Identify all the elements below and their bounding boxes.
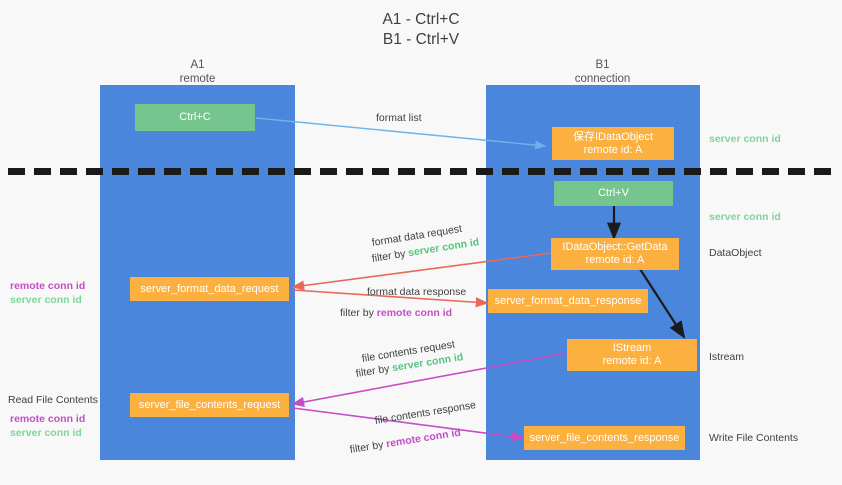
annotation-file-contents-response: file contents response (374, 398, 477, 429)
box-istream-line2: remote id: A (602, 355, 662, 367)
annotation-file-contents-response-filter: filter by remote conn id (349, 426, 462, 458)
annotation-format-data-response-filter: filter by remote conn id (340, 306, 452, 321)
page-title: A1 - Ctrl+C B1 - Ctrl+V (0, 10, 842, 50)
box-server-file-contents-request-label: server_file_contents_request (138, 398, 281, 411)
box-server-file-contents-request[interactable]: server_file_contents_request (130, 393, 289, 417)
right-label-istream: Istream (709, 350, 744, 364)
left-label-bottom-remote-conn-id: remote conn id (10, 413, 86, 425)
box-getdata[interactable]: IDataObject::GetData remote id: A (551, 238, 679, 270)
left-label-mid-conn-ids: remote conn id server conn id (10, 279, 85, 307)
left-label-bottom-server-conn-id: server conn id (10, 427, 82, 439)
annotation-format-data-response: format data response (367, 285, 466, 300)
lane-a1-name: A1 (190, 59, 205, 71)
left-label-bottom-conn-ids: remote conn id server conn id (10, 412, 85, 440)
box-server-file-contents-response[interactable]: server_file_contents_response (524, 426, 685, 450)
annotation-format-data-response-filter-prefix: filter by (340, 307, 377, 319)
box-server-format-data-response-label: server_format_data_response (494, 294, 642, 307)
right-label-server-conn-id-top-text: server conn id (709, 133, 781, 145)
left-label-mid-remote-conn-id: remote conn id (10, 280, 86, 292)
box-ctrl-c[interactable]: Ctrl+C (135, 104, 255, 131)
annotation-format-data-response-filter-value: remote conn id (376, 307, 453, 319)
left-label-read-file-contents: Read File Contents (8, 393, 98, 407)
box-server-file-contents-response-label: server_file_contents_response (529, 431, 680, 444)
box-ctrl-v-label: Ctrl+V (598, 187, 629, 199)
annotation-file-contents-response-text: file contents response (373, 399, 477, 427)
annotation-format-list: format list (376, 111, 422, 126)
right-label-write-file-contents: Write File Contents (709, 431, 798, 445)
lane-header-a1: A1 remote (120, 58, 275, 86)
annotation-file-contents-response-filter-value: remote conn id (385, 426, 462, 451)
annotation-format-list-text: format list (376, 112, 422, 124)
title-line-2: B1 - Ctrl+V (382, 31, 460, 48)
title-line-1: A1 - Ctrl+C (382, 11, 460, 28)
box-istream[interactable]: IStream remote id: A (567, 339, 697, 371)
box-getdata-line2: remote id: A (585, 254, 645, 266)
right-label-server-conn-id-second: server conn id (709, 210, 781, 224)
lane-b1-subtitle: connection (574, 73, 631, 85)
annotation-file-contents-request-filter-prefix: filter by (354, 362, 394, 380)
right-label-dataobject-text: DataObject (709, 247, 762, 259)
right-label-dataobject: DataObject (709, 246, 762, 260)
box-ctrl-c-label: Ctrl+C (179, 111, 211, 123)
box-ctrl-v[interactable]: Ctrl+V (554, 181, 673, 206)
lane-header-b1: B1 connection (525, 58, 680, 86)
right-label-server-conn-id-top: server conn id (709, 132, 781, 146)
box-server-format-data-request[interactable]: server_format_data_request (130, 277, 289, 301)
lane-b1-name: B1 (595, 59, 610, 71)
right-label-istream-text: Istream (709, 351, 745, 363)
box-save-idataobject-line1: 保存IDataObject (572, 130, 654, 143)
box-save-idataobject-line2: remote id: A (583, 143, 643, 156)
lane-a1-subtitle: remote (179, 73, 216, 85)
left-label-mid-server-conn-id: server conn id (10, 294, 82, 306)
box-getdata-line1: IDataObject::GetData (562, 241, 668, 253)
box-server-format-data-response[interactable]: server_format_data_response (488, 289, 648, 313)
right-label-write-file-contents-text: Write File Contents (709, 432, 799, 444)
phase-divider-dashed-line (8, 168, 834, 175)
annotation-file-contents-response-filter-prefix: filter by (348, 438, 388, 456)
annotation-format-data-response-text: format data response (367, 286, 467, 298)
box-istream-line1: IStream (612, 342, 652, 354)
right-label-server-conn-id-second-text: server conn id (709, 211, 781, 223)
box-server-format-data-request-label: server_format_data_request (140, 282, 279, 295)
left-label-read-file-contents-text: Read File Contents (8, 394, 98, 406)
box-save-idataobject[interactable]: 保存IDataObject remote id: A (552, 127, 674, 160)
